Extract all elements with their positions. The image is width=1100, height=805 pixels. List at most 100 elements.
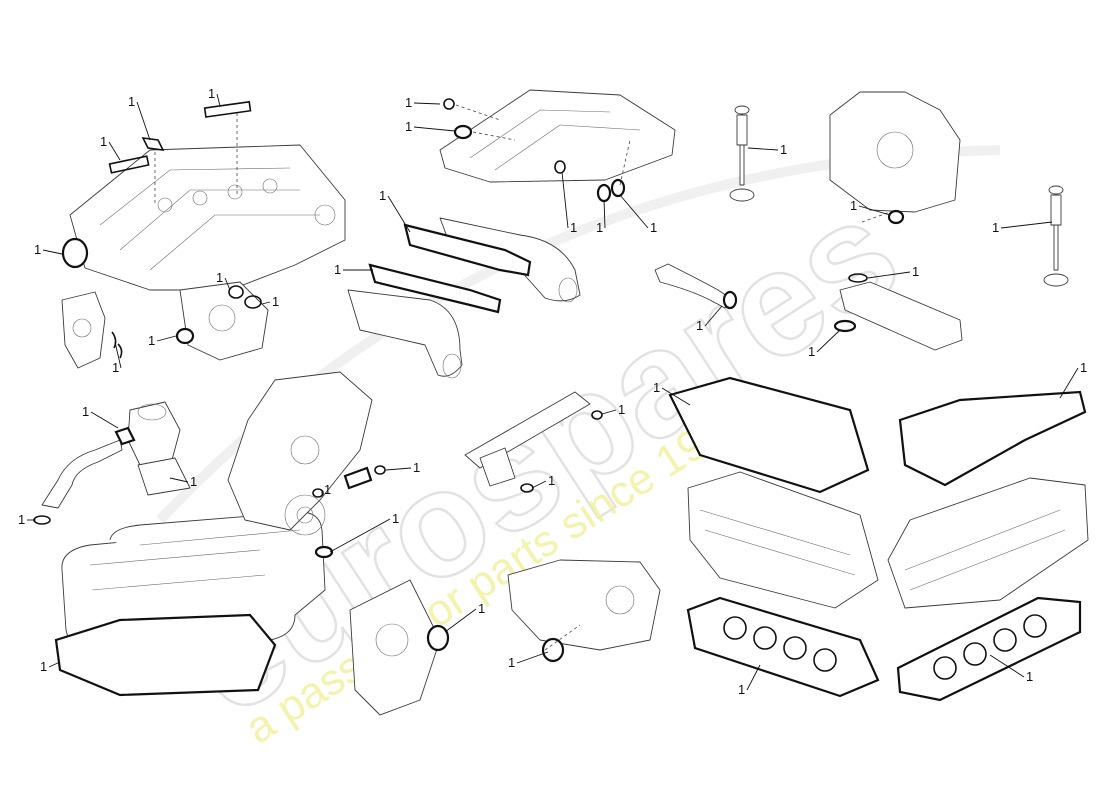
valve-cover-gasket-left [668,376,870,494]
tensioner-oring [374,465,386,475]
callout-number: 1 [216,270,223,285]
callout-leader-line [114,341,122,369]
callout-number: 1 [570,220,577,235]
callout-number: 1 [992,220,999,235]
callout-number: 1 [548,473,555,488]
callout-leader-line [747,147,779,151]
valve-part-b [1043,185,1069,287]
callout-leader-line [601,409,617,415]
callout-number: 1 [508,655,515,670]
cylinder-head-left [687,471,879,609]
callout-number: 1 [912,264,919,279]
exhaust-gasket-lower [368,263,502,314]
chain-housing-oring [887,209,905,225]
callout-number: 1 [392,511,399,526]
cam-cover-part [839,281,963,351]
front-cover-plate [349,579,441,716]
callout-number: 1 [190,474,197,489]
callout-leader-line [816,329,841,353]
small-seal-b [141,137,165,151]
valve-part-a [729,105,755,202]
callout-number: 1 [128,94,135,109]
callout-number: 1 [40,659,47,674]
chain-housing-part [829,91,961,213]
cam-seal-e [610,178,626,198]
callout-leader-line [704,305,723,327]
callout-leader-line [42,249,63,255]
callout-leader-line [387,195,411,233]
crankcase-part [69,144,346,291]
small-gasket-c [203,100,252,118]
callout-leader-line [867,271,911,279]
cam-seal-d [596,183,612,203]
callout-number: 1 [1080,360,1087,375]
pipe-oring [33,515,51,525]
valve-cover-gasket-right [898,390,1087,487]
coolant-pipe-oring [722,290,738,310]
callout-leader-line [746,664,761,691]
callout-number: 1 [780,142,787,157]
callout-number: 1 [618,402,625,417]
cover-oring-a [312,488,324,498]
cam-cover-oring-a [848,273,868,283]
callout-leader-line [989,654,1025,678]
callout-leader-line [619,194,649,229]
callout-leader-line [661,387,691,406]
pump-assembly-left [61,281,269,369]
rail-oring-a [591,410,603,420]
callout-number: 1 [653,380,660,395]
small-gasket-a [108,155,150,174]
callout-leader-line [444,608,477,633]
throttle-body-part [41,401,191,509]
callout-number: 1 [1026,669,1033,684]
oil-pump-seal [541,637,565,663]
callout-number: 1 [478,601,485,616]
cover-oring-b [314,545,334,559]
timing-chain-tensioner-seal [343,466,373,490]
callout-leader-line [603,199,606,229]
cylinder-head-right [887,477,1089,609]
callout-number: 1 [272,294,279,309]
callout-leader-line [516,651,549,664]
pump-clip [111,331,123,359]
throttle-gasket [114,426,136,446]
callout-leader-line [156,335,177,342]
timing-cover-part [227,371,373,536]
callout-leader-line [216,93,221,107]
callout-leader-line [413,126,456,132]
callout-leader-line [261,301,271,305]
callout-leader-line [1059,367,1079,399]
callout-leader-line [224,277,231,291]
callout-number: 1 [100,134,107,149]
callout-leader-line [329,518,391,553]
callout-number: 1 [208,86,215,101]
exhaust-manifold-lower [347,289,463,379]
plenum-gasket [54,613,277,697]
callout-number: 1 [850,198,857,213]
callout-number: 1 [334,262,341,277]
callout-number: 1 [148,333,155,348]
head-gasket-left [686,596,880,698]
pump-oring-b [244,295,262,309]
callout-number: 1 [808,344,815,359]
head-gasket-right [896,596,1082,702]
callout-number: 1 [738,682,745,697]
callout-number: 1 [18,512,25,527]
callout-leader-line [858,205,891,216]
pump-oring-a [228,285,244,299]
callout-number: 1 [82,404,89,419]
callout-leader-line [108,141,121,161]
exhaust-gasket-upper [403,223,532,277]
coolant-rail-part [464,391,591,487]
callout-leader-line [561,171,569,229]
callout-number: 1 [112,360,119,375]
pump-oring-c [175,327,195,345]
cam-seal-b [453,124,473,140]
cam-seal-a [443,98,455,110]
oil-pump-housing [507,559,661,651]
callout-number: 1 [379,188,386,203]
callout-leader-line [90,411,119,429]
callout-number: 1 [696,318,703,333]
